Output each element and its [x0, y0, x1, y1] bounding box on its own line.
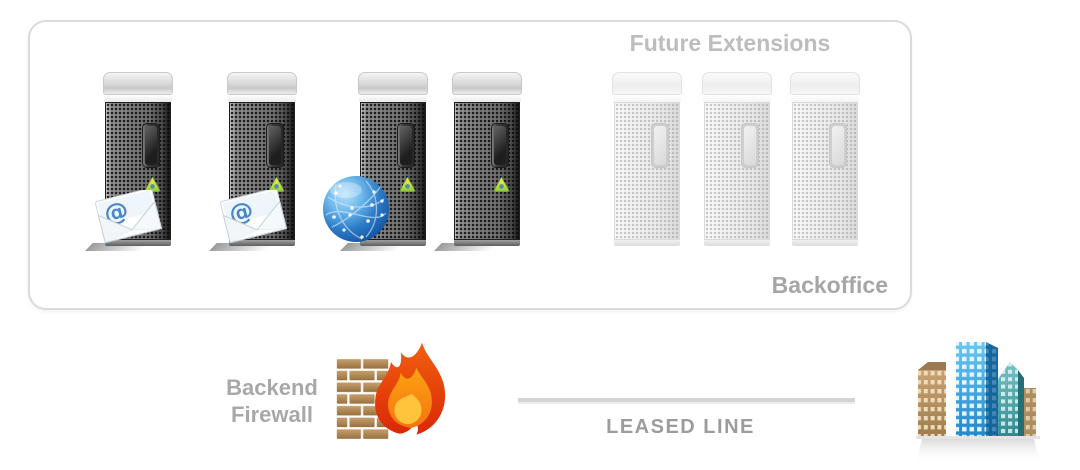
server-base [105, 240, 171, 246]
backend-firewall-line2: Firewall [231, 402, 313, 427]
server-body [792, 102, 858, 240]
future-server-2 [702, 72, 772, 250]
drive-slot [266, 123, 284, 168]
future-server-1 [612, 72, 682, 250]
server-base [614, 240, 680, 246]
office-building-icon [916, 342, 1040, 464]
email-icon: @ [220, 190, 288, 244]
flame-icon [375, 342, 446, 435]
future-extensions-label: Future Extensions [629, 30, 831, 56]
drive-slot [397, 123, 415, 168]
server-base [360, 240, 426, 246]
server-cap [227, 72, 297, 95]
email-icon: @ [95, 190, 163, 244]
drive-slot [829, 123, 847, 168]
server-neck [228, 95, 296, 102]
server-neck [453, 95, 521, 102]
app-badge-icon [399, 176, 416, 193]
server-cap [358, 72, 428, 95]
backoffice-label: Backoffice [771, 272, 888, 298]
leased-line [518, 398, 855, 404]
drive-slot [491, 123, 509, 168]
server-body [614, 102, 680, 240]
active-server-3 [340, 72, 428, 251]
drive-slot [741, 123, 759, 168]
server-body [454, 102, 520, 240]
future-server-3 [790, 72, 860, 250]
server-base [229, 240, 295, 246]
network-globe-icon [323, 176, 389, 242]
app-badge-icon [493, 176, 510, 193]
backend-firewall-line1: Backend [226, 375, 318, 400]
drive-slot [651, 123, 669, 168]
leased-line-label: LEASED LINE [606, 416, 755, 438]
server-body [704, 102, 770, 240]
server-base [704, 240, 770, 246]
server-base [792, 240, 858, 246]
server-cap [103, 72, 173, 95]
server-neck [104, 95, 172, 102]
active-server-4 [434, 72, 522, 251]
server-cap [452, 72, 522, 95]
backend-firewall-label: Backend Firewall [192, 374, 352, 428]
server-base [454, 240, 520, 246]
server-neck [359, 95, 427, 102]
server-body [360, 102, 426, 240]
drive-slot [142, 123, 160, 168]
